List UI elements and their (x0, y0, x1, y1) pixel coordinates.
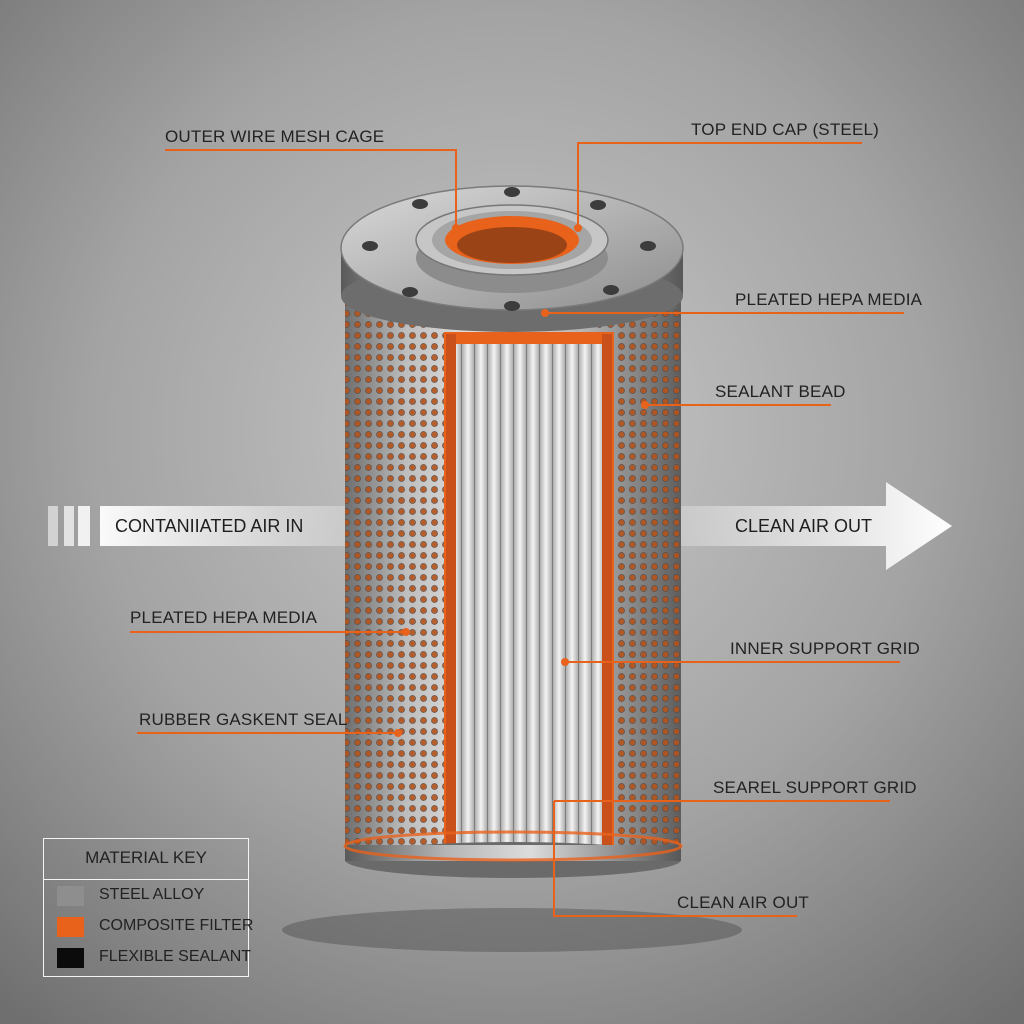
inlet-label: CONTANIIATED AIR IN (115, 516, 304, 536)
material-key-label: STEEL ALLOY (99, 886, 205, 903)
material-key-divider (44, 879, 248, 880)
top-end-cap (340, 185, 684, 332)
label-sealant-bead: SEALANT BEAD (715, 382, 846, 401)
steel-swatch (57, 886, 84, 906)
sealant-swatch (57, 948, 84, 968)
label-searel-support-grid: SEAREL SUPPORT GRID (713, 778, 917, 797)
outlet-arrow (680, 482, 952, 570)
leader-lines (130, 142, 904, 917)
label-pleated-hepa-media-left: PLEATED HEPA MEDIA (130, 608, 318, 627)
filter-cartridge (343, 285, 683, 878)
material-key: MATERIAL KEY STEEL ALLOY COMPOSITE FILTE… (43, 838, 253, 977)
label-rubber-gasket-seal: RUBBER GASKENT SEAL (139, 710, 348, 729)
composite-swatch (57, 917, 84, 937)
leader-endpoints (394, 224, 649, 737)
label-pleated-hepa-media-right: PLEATED HEPA MEDIA (735, 290, 923, 309)
label-clean-air-out-bottom: CLEAN AIR OUT (677, 893, 810, 912)
label-outer-wire-mesh-cage: OUTER WIRE MESH CAGE (165, 127, 385, 146)
material-key-label: COMPOSITE FILTER (99, 917, 254, 934)
label-top-end-cap: TOP END CAP (STEEL) (691, 120, 880, 139)
outlet-label: CLEAN AIR OUT (735, 516, 873, 536)
material-key-title: MATERIAL KEY (85, 848, 207, 867)
material-key-label: FLEXIBLE SEALANT (99, 948, 252, 965)
inlet-arrow (48, 506, 350, 546)
pleated-hepa-media (456, 344, 602, 858)
label-inner-support-grid: INNER SUPPORT GRID (730, 639, 921, 658)
cylinder-shadow (282, 908, 742, 952)
